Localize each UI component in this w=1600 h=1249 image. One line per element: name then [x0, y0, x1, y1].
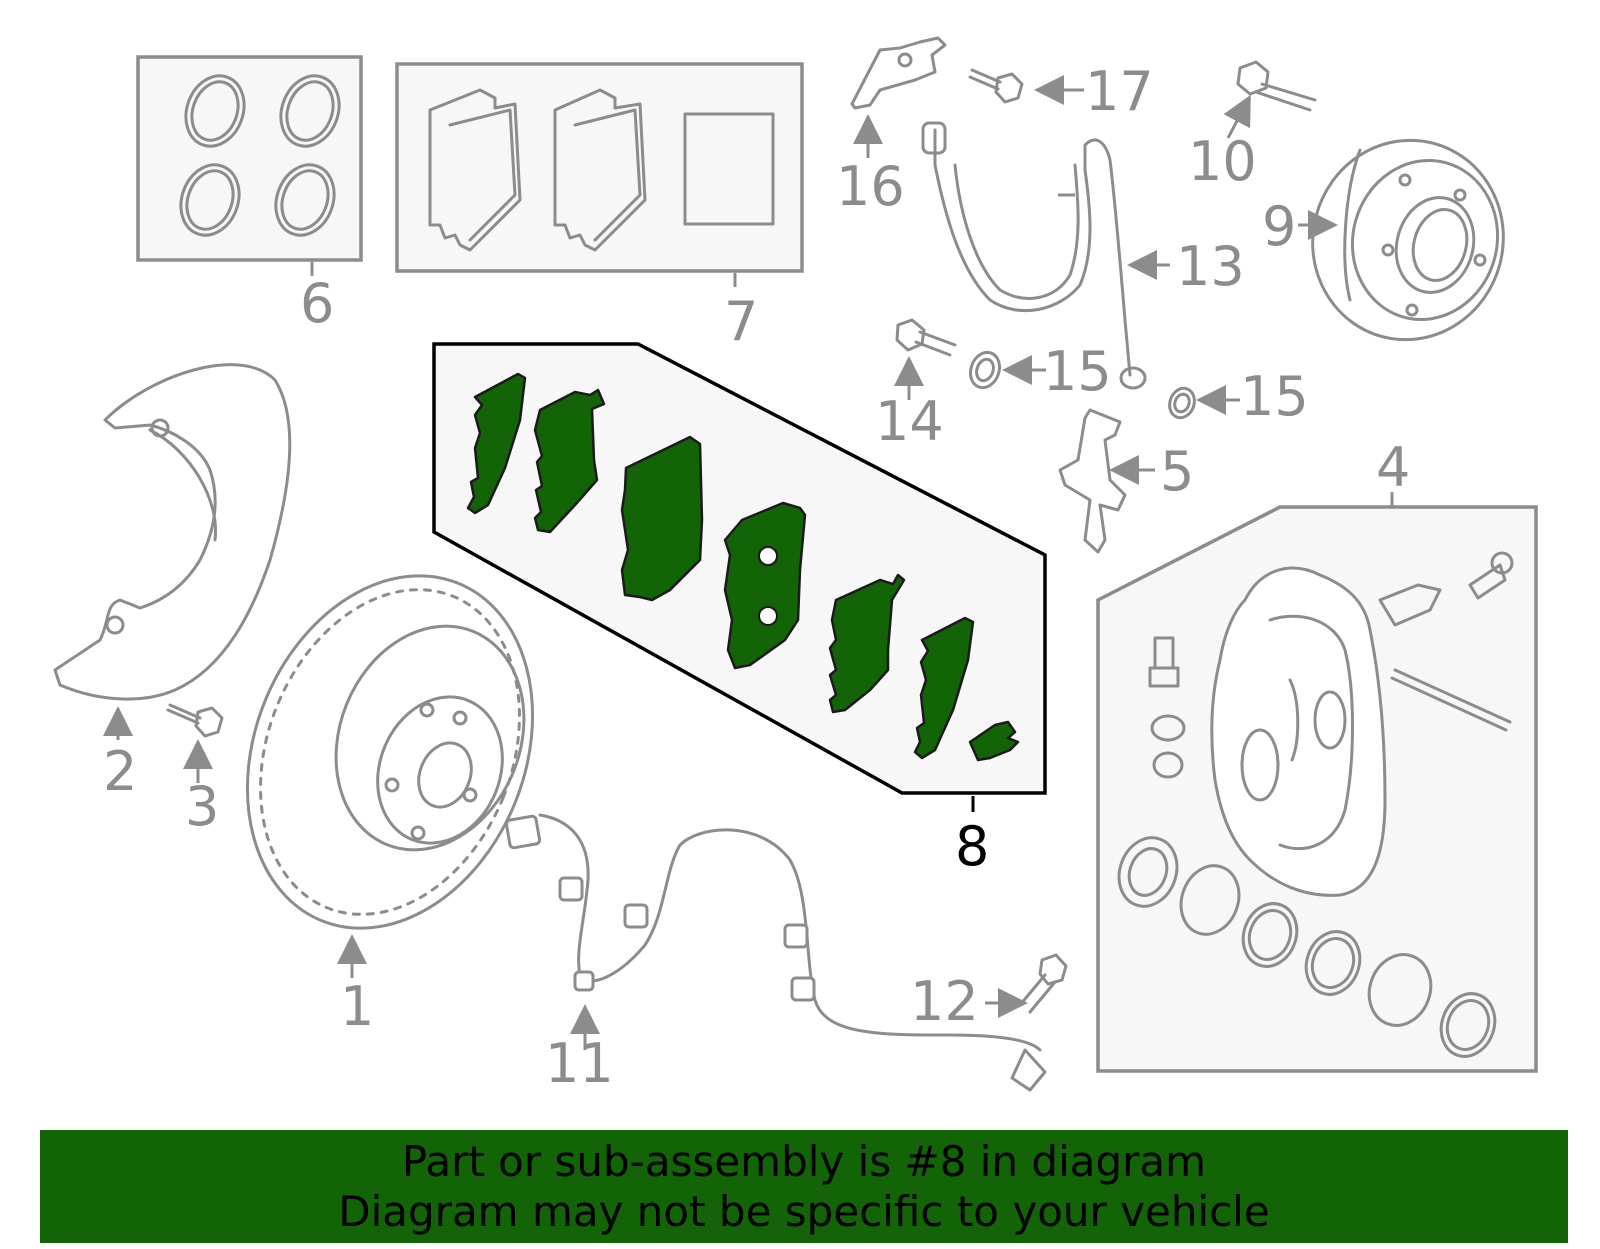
- dust-shield[interactable]: [53, 363, 292, 740]
- pad-clip: [968, 720, 1020, 762]
- pad-shim-3: [828, 573, 906, 714]
- brake-pad-2: [723, 501, 807, 670]
- callout-15-a: 15: [1043, 340, 1112, 403]
- callout-3: 3: [185, 775, 219, 838]
- hose-bolt[interactable]: [894, 318, 957, 400]
- callout-8: 8: [955, 815, 989, 878]
- callout-17: 17: [1085, 60, 1154, 123]
- pad-shim-4: [913, 616, 975, 760]
- abs-sensor-wire[interactable]: [504, 813, 1047, 1092]
- banner-line-1: Part or sub-assembly is #8 in diagram: [401, 1136, 1207, 1186]
- callout-2: 2: [103, 740, 137, 803]
- callout-14: 14: [875, 390, 944, 453]
- pad-kit-box[interactable]: [395, 62, 804, 287]
- brake-pad-set-box[interactable]: [432, 342, 1047, 812]
- callout-10: 10: [1188, 130, 1257, 193]
- seal-kit-box[interactable]: [136, 55, 363, 276]
- callout-4: 4: [1376, 436, 1410, 499]
- hub-bolt[interactable]: [1223, 60, 1317, 139]
- callout-16: 16: [836, 155, 905, 218]
- callout-12: 12: [910, 970, 979, 1033]
- sensor-bolt[interactable]: [985, 953, 1068, 1018]
- callout-9: 9: [1262, 195, 1296, 258]
- anti-rattle-spring[interactable]: [1058, 408, 1155, 554]
- shield-bolt[interactable]: [166, 703, 224, 783]
- pad-shim-1: [466, 372, 527, 515]
- info-banner: Part or sub-assembly is #8 in diagram Di…: [40, 1130, 1568, 1243]
- callout-1: 1: [340, 975, 374, 1038]
- washer-1[interactable]: [966, 348, 1046, 391]
- brake-hose[interactable]: [921, 121, 1170, 390]
- banner-line-2: Diagram may not be specific to your vehi…: [338, 1186, 1270, 1236]
- callout-6: 6: [300, 272, 334, 335]
- callout-13: 13: [1176, 235, 1245, 298]
- hose-bracket[interactable]: [850, 36, 947, 158]
- washer-2[interactable]: [1166, 385, 1240, 421]
- callout-15-b: 15: [1240, 365, 1309, 428]
- brake-rotor[interactable]: [197, 533, 584, 978]
- caliper-assembly-box[interactable]: [1096, 492, 1538, 1073]
- callout-5: 5: [1160, 440, 1194, 503]
- callout-7: 7: [724, 290, 758, 353]
- pad-shim-2: [533, 388, 606, 534]
- bracket-bolt[interactable]: [968, 68, 1084, 105]
- wheel-hub[interactable]: [1290, 119, 1525, 361]
- brake-pad-1: [620, 435, 704, 602]
- callout-11: 11: [545, 1032, 614, 1095]
